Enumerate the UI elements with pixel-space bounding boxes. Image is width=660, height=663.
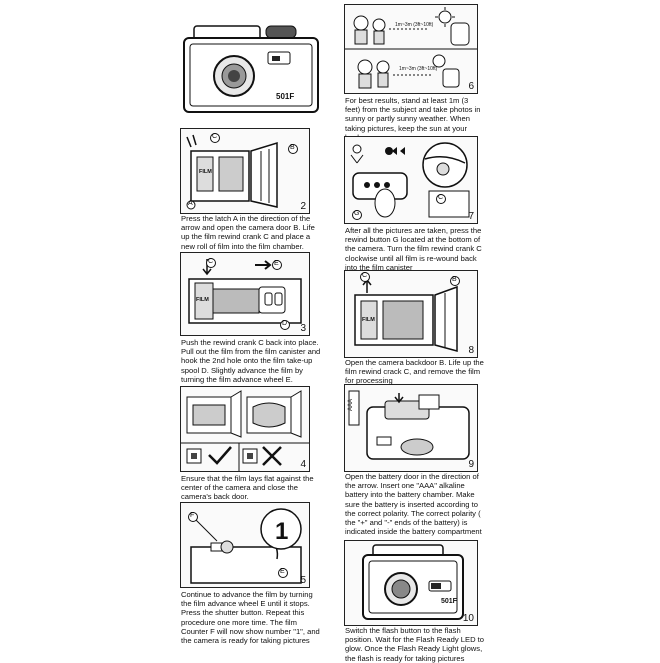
step-2-caption: Press the latch A in the direction of th… (181, 214, 315, 251)
range-label-top: 1m~3m (3ft~10ft) (395, 22, 434, 28)
svg-text:1: 1 (275, 518, 288, 545)
step-number: 10 (462, 613, 474, 624)
film-label: FILM (199, 169, 212, 175)
rewind-film-drawing (350, 142, 470, 220)
camera-drawing (183, 25, 319, 113)
film-label: FILM (196, 297, 209, 303)
step-number: 2 (300, 201, 306, 212)
step-7-panel: C G 7 (344, 136, 478, 224)
battery-insert-drawing (348, 390, 470, 460)
range-label-bottom: 1m~3m (3ft~10ft) (399, 66, 438, 72)
film-flat-check-drawing (181, 390, 309, 471)
step-10-caption: Switch the flash button to the flash pos… (345, 626, 485, 663)
remove-film-drawing (354, 272, 460, 352)
film-loading-drawing (188, 258, 302, 330)
step-10-panel: 501F 10 (344, 540, 478, 626)
advance-film-drawing: 1 (188, 508, 302, 584)
step-3-caption: Push the rewind crank C back into place.… (181, 338, 321, 384)
step-8-panel: C B FILM 8 (344, 270, 478, 358)
step-number: 6 (468, 81, 474, 92)
camera-front-illustration: 501F (180, 18, 322, 116)
step-number: 8 (468, 345, 474, 356)
flash-switch-drawing (362, 544, 464, 620)
step-9-caption: Open the battery door in the direction o… (345, 472, 482, 537)
step-7-caption: After all the pictures are taken, press … (345, 226, 482, 272)
wheel-label: E (280, 568, 285, 575)
shooting-distance-drawing (345, 7, 477, 89)
step-6-panel: 1m~3m (3ft~10ft) 1m~3m (3ft~10ft) 6 (344, 4, 478, 94)
model-label: 501F (276, 92, 295, 101)
step-9-panel: AAA 9 (344, 384, 478, 472)
spool-label: D (282, 320, 288, 327)
rewind-button-label: G (354, 210, 360, 217)
counter-label: F (190, 512, 195, 519)
crank-label: C (208, 258, 214, 265)
step-4-panel: 4 (180, 386, 310, 472)
latch-label: A (188, 200, 193, 207)
open-camera-door-drawing (186, 133, 298, 210)
step-2-panel: A C B FILM 2 (180, 128, 310, 214)
door-label: B (290, 144, 295, 151)
model-label: 501F (441, 598, 457, 605)
crank-label: C (438, 194, 444, 201)
door-label: B (452, 276, 457, 283)
step-number: 4 (300, 459, 306, 470)
step-5-panel: 1 F E 5 (180, 502, 310, 588)
wheel-label: E (274, 260, 279, 267)
crank-label: C (212, 133, 218, 140)
step-8-caption: Open the camera backdoor B. Life up the … (345, 358, 484, 386)
step-5-caption: Continue to advance the film by turning … (181, 590, 320, 646)
film-label: FILM (362, 317, 375, 323)
step-4-caption: Ensure that the film lays flat against t… (181, 474, 314, 502)
battery-label: AAA (348, 398, 355, 412)
step-number: 9 (468, 459, 474, 470)
crank-label: C (362, 272, 368, 279)
step-3-panel: C E D FILM 3 (180, 252, 310, 336)
step-number: 5 (300, 575, 306, 586)
step-number: 3 (300, 323, 306, 334)
step-number: 7 (468, 211, 474, 222)
